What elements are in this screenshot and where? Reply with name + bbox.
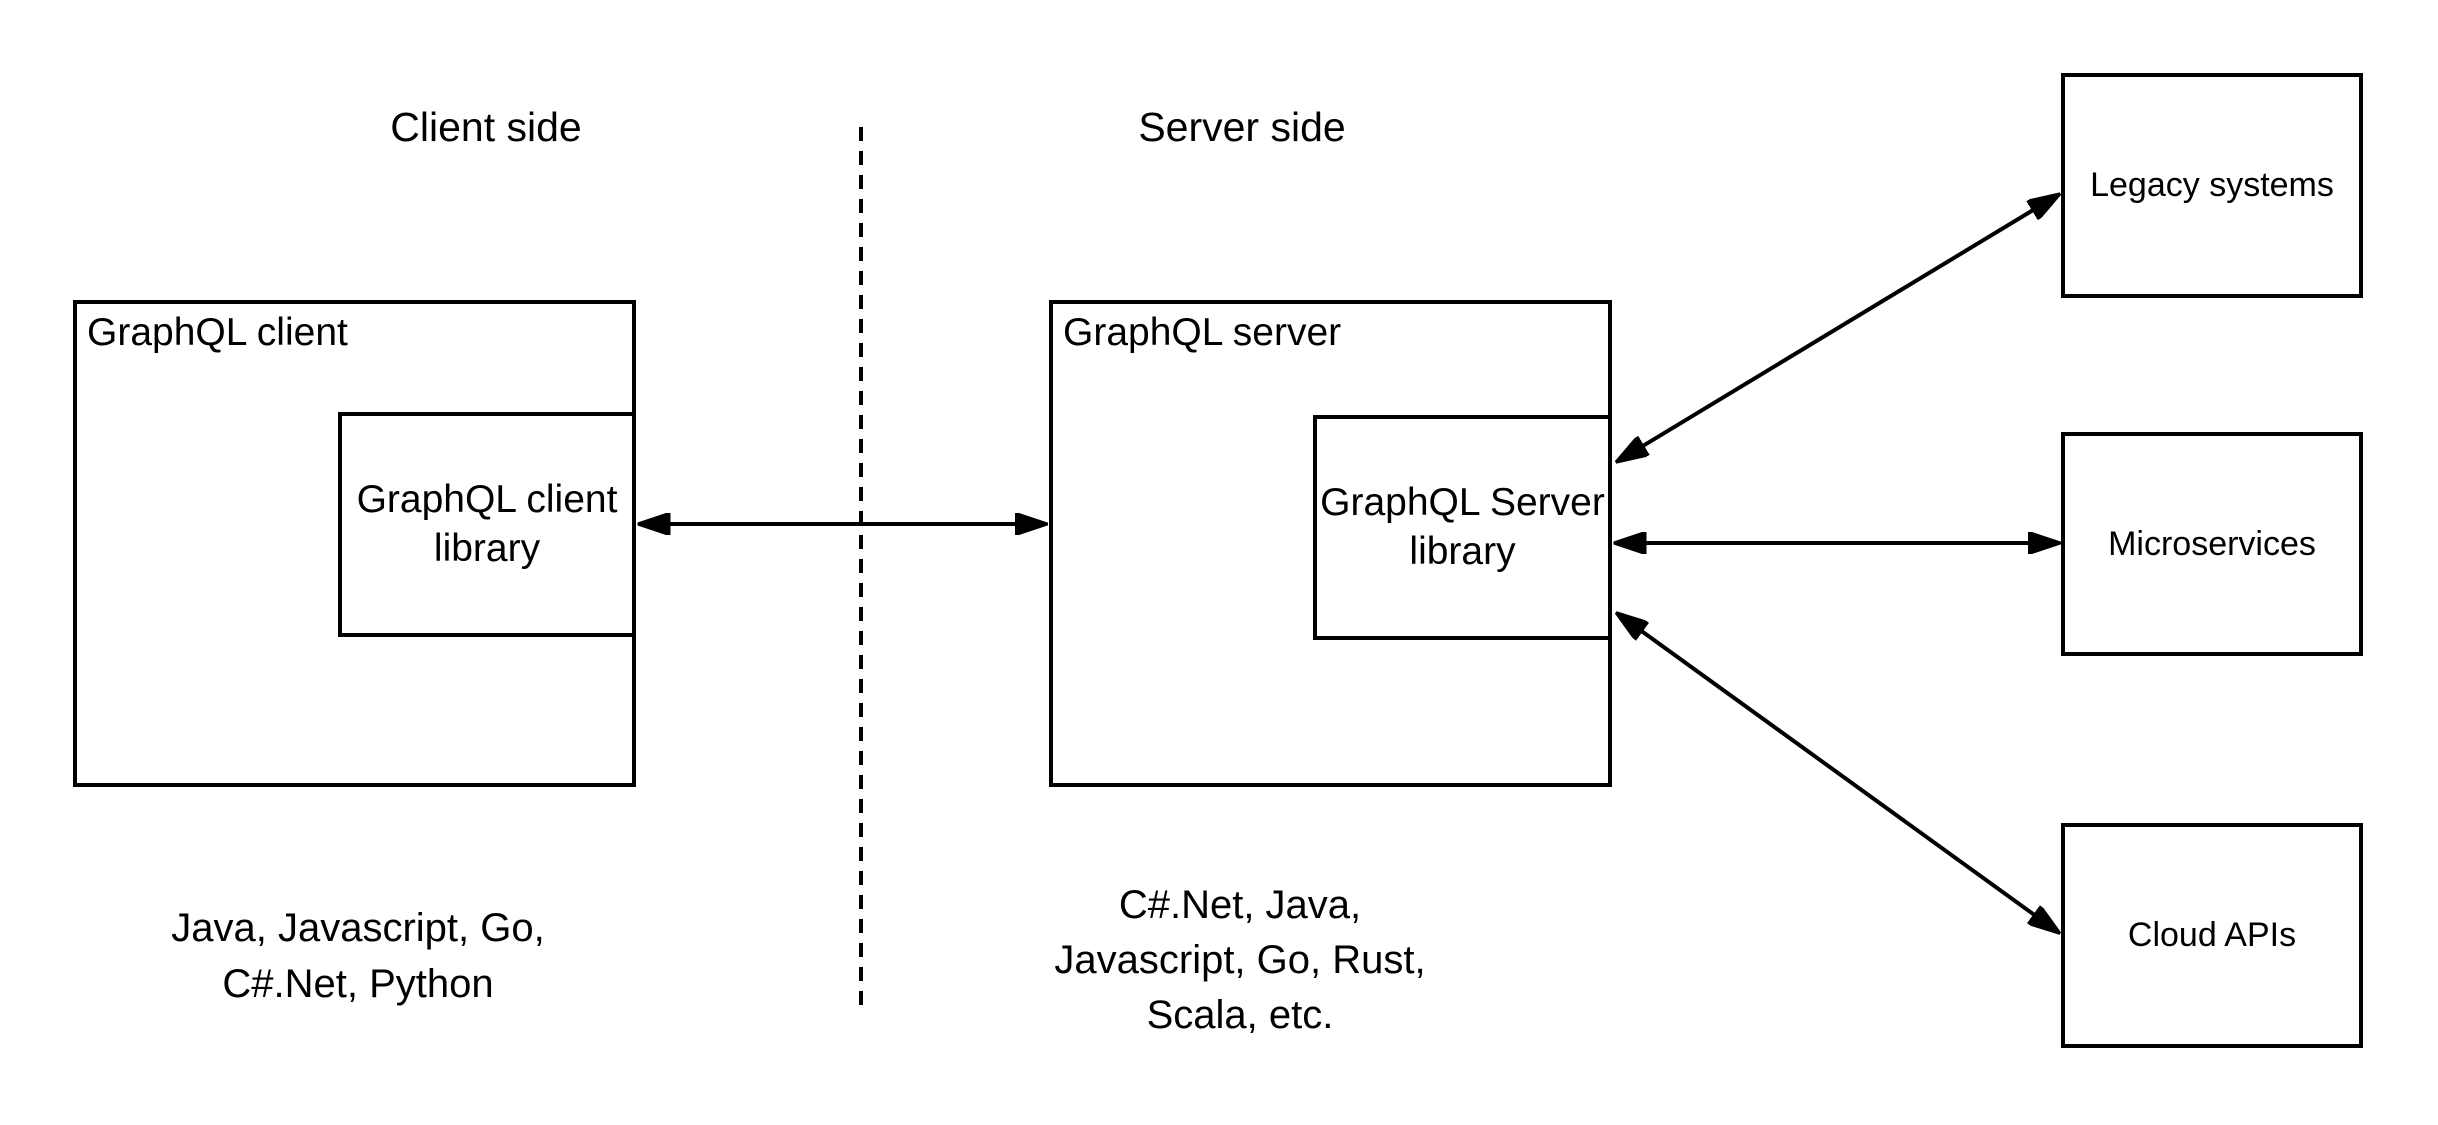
graphql-client-box-label: GraphQL client — [87, 311, 348, 354]
server-side-heading: Server side — [1138, 104, 1346, 150]
server-languages-line-2: Javascript, Go, Rust, — [1054, 938, 1426, 982]
cloud-apis-box: Cloud APIs — [2061, 823, 2363, 1048]
graphql-client-library-label: GraphQL client library — [356, 477, 618, 570]
server-languages-line-3: Scala, etc. — [1146, 993, 1334, 1037]
graphql-client-library-box: GraphQL client library — [338, 412, 636, 637]
graphql-server-box-label: GraphQL server — [1063, 311, 1342, 354]
client-languages-line-1: Java, Javascript, Go, — [171, 906, 545, 950]
graphql-server-library-label: GraphQL Server library — [1320, 480, 1605, 573]
server-legacy-arrow — [1618, 195, 2058, 461]
microservices-label: Microservices — [2108, 524, 2316, 563]
server-languages-line-1: C#.Net, Java, — [1118, 883, 1362, 927]
client-side-heading: Client side — [390, 104, 582, 150]
legacy-systems-label: Legacy systems — [2090, 166, 2334, 205]
legacy-systems-box: Legacy systems — [2061, 73, 2363, 298]
client-languages-line-2: C#.Net, Python — [222, 962, 494, 1006]
server-cloudapis-arrow — [1618, 614, 2058, 932]
cloud-apis-label: Cloud APIs — [2127, 916, 2297, 955]
server-languages-text: C#.Net, Java, Javascript, Go, Rust, Scal… — [940, 878, 1540, 1043]
graphql-server-library-box: GraphQL Server library — [1313, 415, 1612, 640]
client-languages-text: Java, Javascript, Go, C#.Net, Python — [58, 900, 658, 1012]
microservices-box: Microservices — [2061, 432, 2363, 656]
